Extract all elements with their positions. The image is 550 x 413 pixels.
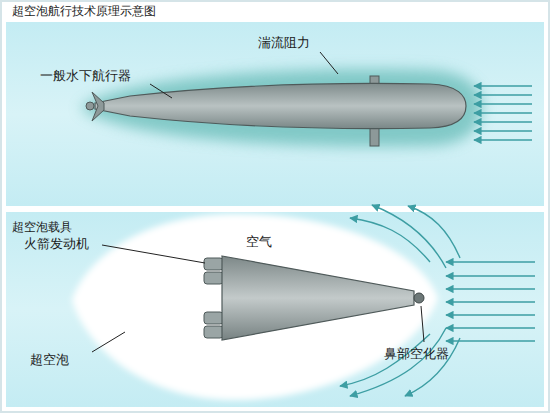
flow-arrow — [446, 288, 535, 289]
supercavity-bubble — [72, 214, 438, 400]
water-panel — [6, 212, 544, 407]
flow-arrow — [474, 103, 532, 104]
flow-arrows — [340, 205, 535, 396]
flow-arrow — [474, 94, 532, 95]
flow-arrow — [446, 301, 535, 302]
flow-arrow — [474, 130, 532, 131]
submarine — [86, 76, 466, 146]
leader-line — [320, 52, 338, 74]
leader-line — [92, 332, 125, 352]
water-panel — [6, 22, 544, 206]
region-label: 空气 — [246, 234, 272, 250]
leader-line — [102, 245, 205, 263]
flow-arrow — [446, 275, 535, 276]
leader-line — [421, 306, 424, 342]
callout-label: 超空泡 — [30, 352, 69, 368]
flow-arrows — [474, 86, 532, 140]
panel-heading: 超空泡载具 — [12, 220, 72, 234]
flow-arrow — [350, 218, 430, 262]
callout-label: 火箭发动机 — [24, 236, 89, 252]
diagram-title: 超空泡航行技术原理示意图 — [12, 4, 156, 18]
callout-label: 湍流阻力 — [258, 35, 310, 51]
flow-arrow — [474, 85, 532, 86]
flow-arrow — [350, 328, 446, 396]
flow-arrow — [474, 121, 532, 122]
supercavitating-vehicle — [204, 256, 424, 340]
flow-arrow — [474, 139, 532, 140]
callout-label: 一般水下航行器 — [40, 68, 131, 84]
leader-line — [150, 84, 172, 98]
turbulence-halo — [80, 69, 482, 147]
flow-arrow — [446, 261, 535, 262]
flow-arrow — [372, 205, 446, 268]
callout-label: 鼻部空化器 — [384, 346, 449, 362]
flow-arrow — [446, 327, 535, 328]
flow-arrow — [474, 112, 532, 113]
flow-arrow — [446, 314, 535, 315]
flow-arrow — [408, 206, 460, 258]
